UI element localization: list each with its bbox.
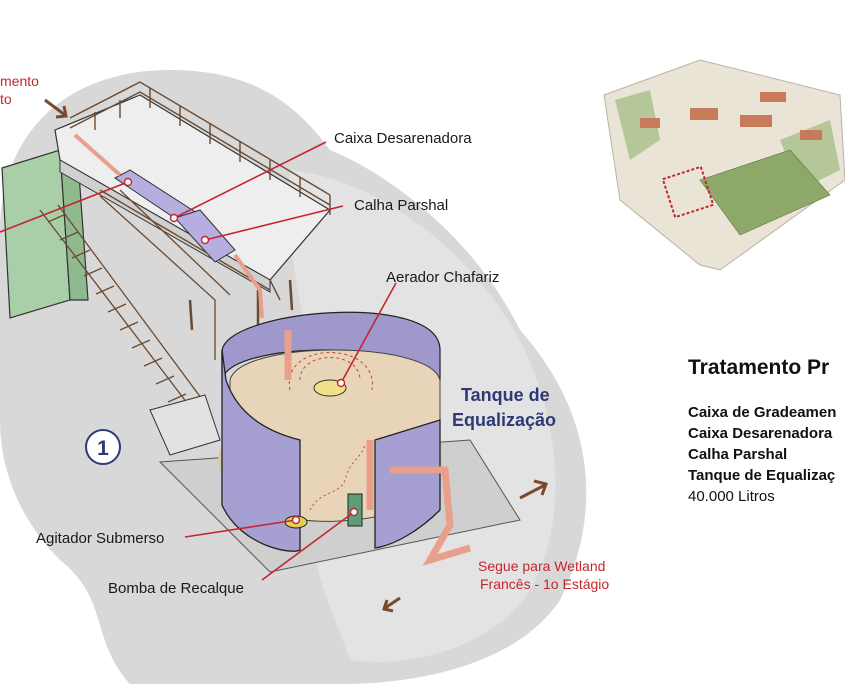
panel-item: Caixa Desarenadora <box>688 425 833 442</box>
segue-wetland-line1: Segue para Wetland <box>478 558 605 574</box>
tanque-label-line2: Equalização <box>452 410 556 430</box>
tank-back-wall <box>221 311 441 381</box>
calha-parshal-label: Calha Parshal <box>354 197 448 214</box>
flow-arrows <box>44 98 548 613</box>
callout-lines <box>0 141 397 581</box>
panel-item: Calha Parshal <box>688 446 788 463</box>
tanque-label-line1: Tanque de <box>461 385 550 405</box>
callout-dots <box>123 177 359 525</box>
aerial-site-trees <box>615 90 840 190</box>
panel-item: Caixa de Gradeamen <box>688 404 837 421</box>
tank-front-wall-right <box>374 419 441 549</box>
aerator-spray <box>288 352 373 391</box>
agitador-submerso-label: Agitador Submerso <box>36 530 164 547</box>
tank-front-wall <box>221 349 301 552</box>
gradeamento-label-line2: to <box>0 91 12 107</box>
stair-landing <box>149 394 221 456</box>
gradeamento-label-line1: mento <box>0 73 39 89</box>
deck-posts <box>188 279 294 331</box>
aerial-site-beds <box>699 149 831 236</box>
discharge-pipe <box>366 440 472 566</box>
panel-volume: 40.000 Litros <box>688 488 775 505</box>
step-number-badge <box>85 429 121 465</box>
aerador-chafariz-label: Aerador Chafariz <box>386 269 499 286</box>
flow-swirl <box>309 444 366 511</box>
panel-item: Tanque de Equalizaç <box>688 467 836 484</box>
bomba-recalque-label: Bomba de Recalque <box>108 580 244 597</box>
upper-deck <box>54 94 331 281</box>
pipe-deck <box>73 133 264 319</box>
building-wall <box>1 149 71 319</box>
treatment-summary-panel: Tratamento Pr Caixa de Gradeamen Caixa D… <box>688 356 845 507</box>
caixa-desarenadora-label: Caixa Desarenadora <box>334 130 472 147</box>
aerial-site-highlight <box>661 165 715 219</box>
aerial-site-roofs <box>640 92 822 140</box>
panel-title: Tratamento Pr <box>688 356 830 379</box>
deck-railing <box>69 81 331 301</box>
segue-wetland-line2: Francês - 1o Estágio <box>480 576 609 592</box>
aerial-site-map <box>603 59 845 271</box>
staircase <box>39 189 231 421</box>
step-number: 1 <box>97 437 109 460</box>
